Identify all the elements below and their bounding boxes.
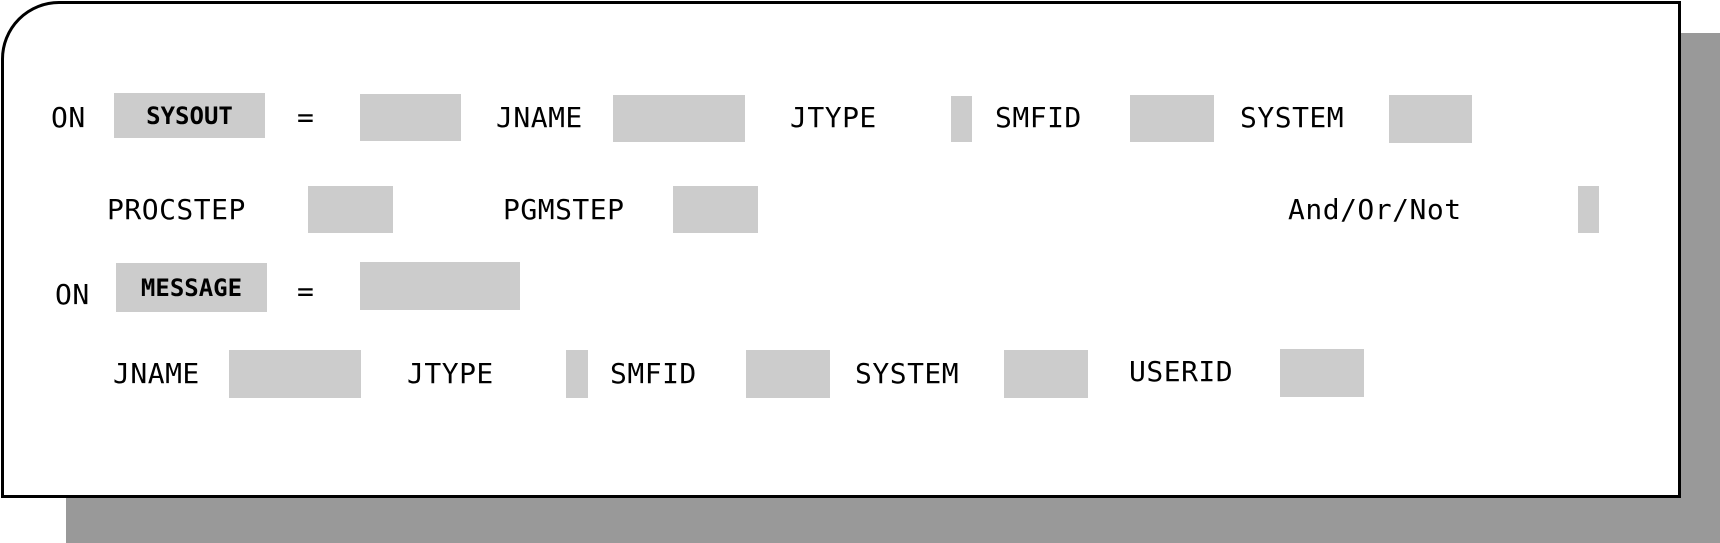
and-or-not-label: And/Or/Not (1288, 193, 1462, 226)
on-label-sysout: ON (51, 101, 86, 134)
jtype-label-row4: JTYPE (407, 357, 494, 390)
pgmstep-field[interactable] (673, 186, 758, 233)
system-label-row4: SYSTEM (855, 357, 960, 390)
and-or-not-field[interactable] (1578, 186, 1599, 233)
equals-sign-sysout: = (297, 101, 315, 134)
system-field-row1[interactable] (1389, 95, 1472, 143)
sysout-keyword-button[interactable]: SYSOUT (114, 93, 265, 138)
smfid-label-row4: SMFID (610, 357, 697, 390)
procstep-field[interactable] (308, 186, 393, 233)
pgmstep-label: PGMSTEP (503, 193, 625, 226)
on-statement-panel (1, 1, 1681, 498)
smfid-field-row1[interactable] (1130, 95, 1214, 142)
jtype-field-row1[interactable] (951, 96, 972, 142)
message-keyword-button[interactable]: MESSAGE (116, 263, 267, 312)
system-label-row1: SYSTEM (1240, 101, 1345, 134)
jname-label-row1: JNAME (496, 101, 583, 134)
jtype-label-row1: JTYPE (790, 101, 877, 134)
system-field-row4[interactable] (1004, 350, 1088, 398)
sysout-value-field[interactable] (360, 94, 461, 141)
procstep-label: PROCSTEP (107, 193, 246, 226)
on-label-message: ON (55, 278, 90, 311)
userid-field[interactable] (1280, 349, 1364, 397)
userid-label: USERID (1129, 355, 1234, 388)
equals-sign-message: = (297, 275, 315, 308)
smfid-field-row4[interactable] (746, 350, 830, 398)
smfid-label-row1: SMFID (995, 101, 1082, 134)
jname-label-row4: JNAME (113, 357, 200, 390)
jname-field-row1[interactable] (613, 95, 745, 142)
jname-field-row4[interactable] (229, 350, 361, 398)
jtype-field-row4[interactable] (566, 350, 588, 398)
message-value-field[interactable] (360, 262, 520, 310)
